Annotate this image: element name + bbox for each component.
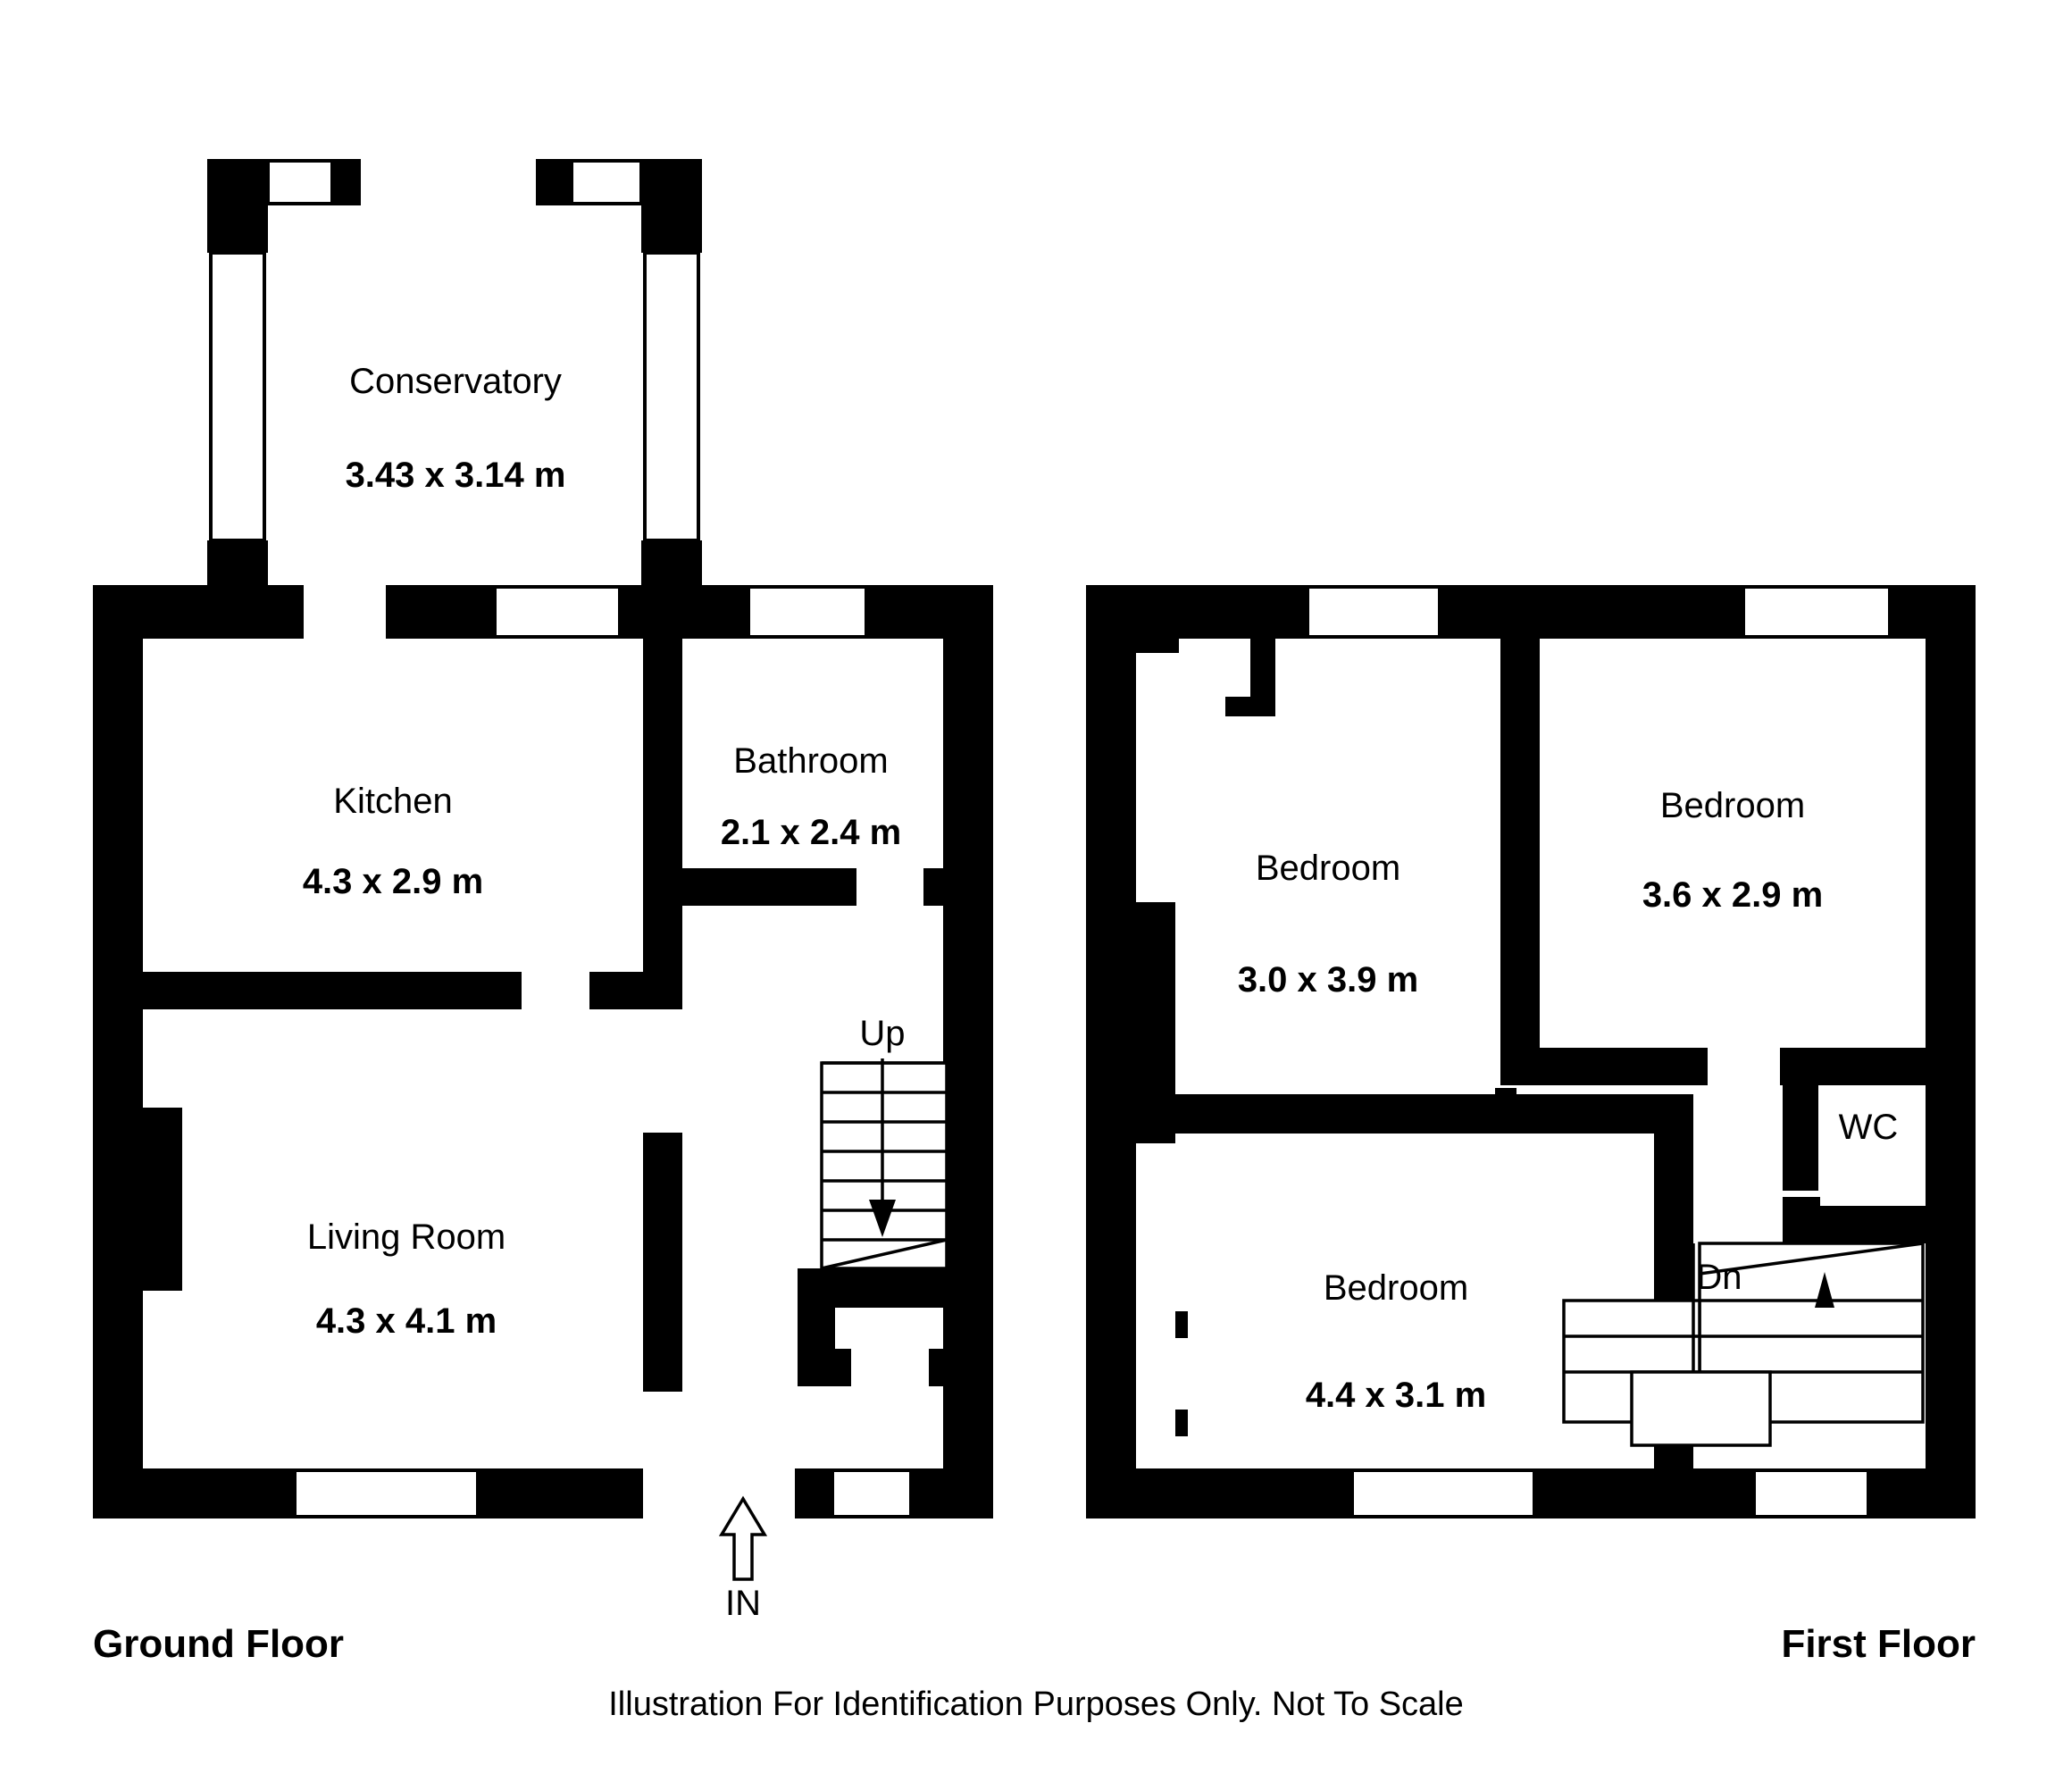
conservatory-room: Conservatory 3.43 x 3.14 m (207, 159, 702, 592)
wc-wall (1818, 1206, 1929, 1243)
bathroom-room-dimensions: 2.1 x 2.4 m (721, 813, 901, 852)
stair-winder-line (821, 1238, 948, 1270)
ground-floor-plan: Conservatory 3.43 x 3.14 m (93, 159, 993, 1666)
stair-well (1630, 1370, 1772, 1447)
stair-direction-arrow (869, 1200, 896, 1237)
bedroom-3-room-name: Bedroom (1324, 1268, 1468, 1308)
wall-segment (1868, 1468, 1976, 1518)
wall-segment (798, 1268, 949, 1308)
stair-winder-line (1699, 1242, 1924, 1276)
window (1752, 1468, 1870, 1518)
bedroom-3-room-dimensions: 4.4 x 3.1 m (1306, 1376, 1486, 1415)
conservatory-room-name: Conservatory (349, 362, 562, 401)
wall-segment (386, 585, 495, 639)
wall-segment (1926, 585, 1976, 1518)
door-stub (1175, 1311, 1188, 1338)
entrance-label: IN (725, 1584, 761, 1623)
wall-segment (1136, 639, 1179, 653)
wall-segment (643, 1349, 682, 1386)
wall-segment (589, 972, 682, 1009)
living-room-room-name: Living Room (307, 1217, 505, 1257)
bedroom-1-room-dimensions: 3.0 x 3.9 m (1238, 960, 1418, 1000)
wall-segment (929, 1349, 950, 1386)
stairs-down-label: Dn (1696, 1258, 1742, 1297)
wall-segment (207, 159, 268, 253)
wc-wall (1783, 1197, 1820, 1243)
wall-segment (93, 1468, 295, 1518)
wall-segment (795, 1468, 832, 1518)
ground-floor-internal-walls (93, 585, 950, 1392)
wall-segment (1086, 1468, 1352, 1518)
wall-segment (1500, 1048, 1708, 1085)
wall-segment (1500, 585, 1540, 1085)
wall-segment (1495, 1088, 1516, 1104)
wall-segment (1440, 585, 1743, 639)
wall-segment (682, 868, 856, 906)
conservatory-room-dimensions: 3.43 x 3.14 m (346, 456, 566, 495)
wall-segment (332, 159, 361, 205)
wall-segment (93, 972, 522, 1009)
wall-segment (702, 585, 748, 639)
ground-floor-label: Ground Floor (93, 1622, 344, 1666)
cupboard-wall (1225, 697, 1275, 716)
first-floor-plan: Dn Bedroom 3.0 x 3.9 m Bedroom 3.6 x 2.9… (1086, 585, 1976, 1666)
wall-segment (641, 159, 702, 253)
wall-segment (536, 159, 572, 205)
wall-segment (911, 1468, 993, 1518)
entrance-marker: IN (718, 1495, 768, 1623)
window (493, 585, 622, 639)
wc-room-name: WC (1839, 1108, 1899, 1147)
wall-segment (643, 1133, 682, 1392)
wall-segment (798, 1349, 851, 1386)
first-floor-staircase: Dn (1562, 1242, 1925, 1447)
stair-direction-arrow (1815, 1272, 1834, 1308)
wall-segment (478, 1468, 643, 1518)
kitchen-room-dimensions: 4.3 x 2.9 m (303, 862, 483, 901)
window (747, 585, 868, 639)
wc-wall (1783, 1048, 1818, 1191)
wall-segment (207, 540, 268, 592)
window (570, 159, 643, 205)
ground-floor-staircase: Up (820, 1014, 948, 1270)
window (643, 251, 700, 542)
bedroom-1-room-name: Bedroom (1256, 849, 1400, 888)
kitchen-room-name: Kitchen (333, 782, 452, 821)
bathroom-room-name: Bathroom (733, 741, 888, 781)
window (1306, 585, 1441, 639)
window (293, 1468, 480, 1518)
stairs-up-label: Up (859, 1014, 905, 1053)
bedroom-2-room-name: Bedroom (1660, 786, 1805, 825)
first-floor-label: First Floor (1781, 1622, 1976, 1666)
wall-segment (923, 868, 948, 906)
window (266, 159, 334, 205)
window (209, 251, 266, 542)
wall-segment (1534, 1468, 1754, 1518)
door-stub (1175, 1410, 1188, 1436)
window (1742, 585, 1892, 639)
front-door (831, 1468, 913, 1518)
wall-segment (641, 540, 702, 592)
wall-segment (1147, 1094, 1674, 1134)
living-room-room-dimensions: 4.3 x 4.1 m (316, 1301, 497, 1341)
wall-segment (643, 585, 682, 996)
first-floor-internal-walls (1136, 585, 1929, 1474)
plan-caption: Illustration For Identification Purposes… (608, 1686, 1464, 1723)
wall-segment (93, 585, 143, 1518)
ground-floor-walls (93, 585, 993, 1518)
wall-segment (943, 585, 993, 1518)
chimney-breast (143, 1108, 182, 1291)
entrance-arrow-icon (718, 1495, 768, 1581)
wall-segment (1086, 585, 1136, 1518)
bedroom-2-room-dimensions: 3.6 x 2.9 m (1642, 875, 1823, 915)
window (1350, 1468, 1536, 1518)
first-floor-walls (1086, 585, 1976, 1518)
